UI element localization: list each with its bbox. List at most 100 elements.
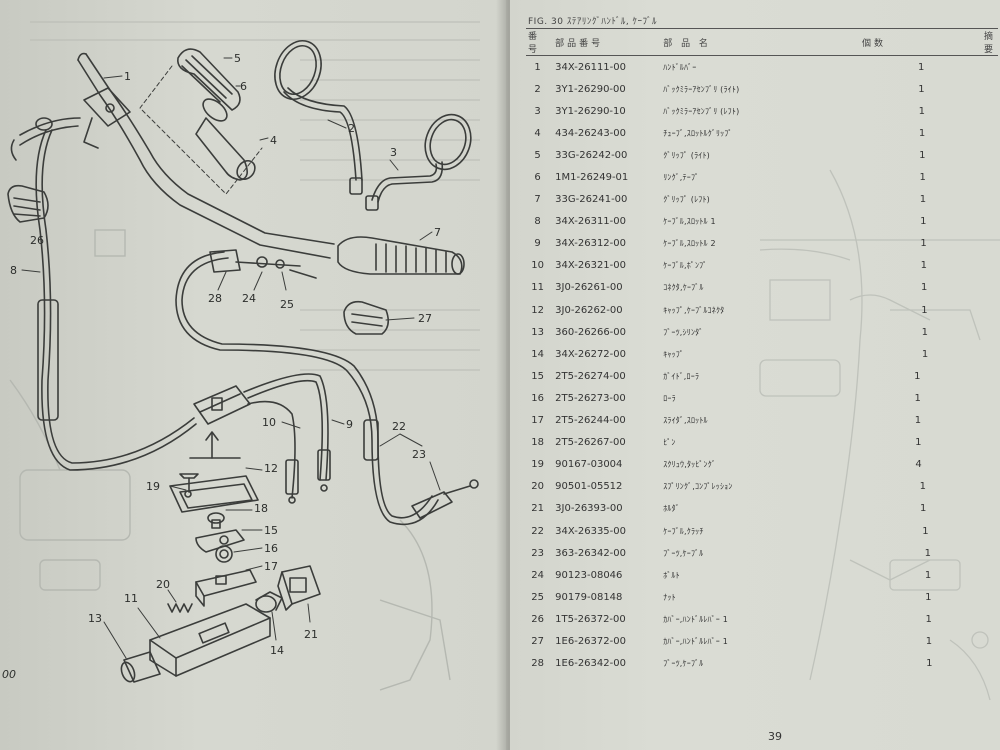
row-part-number: 33G-26242-00 (555, 149, 628, 161)
row-quantity: 1 (919, 481, 927, 493)
callout-21: 21 (304, 628, 318, 641)
callout-18: 18 (254, 502, 268, 515)
row-number: 21 (531, 503, 544, 515)
row-part-name: ｷｬｯﾌﾟ,ｹｰﾌﾞﾙｺﾈｸﾀ (663, 305, 725, 315)
row-part-number: 90167-03004 (555, 459, 623, 471)
cable-9 (243, 373, 329, 481)
row-remarks (982, 122, 998, 144)
row-part-number: 1T5-26372-00 (555, 613, 626, 625)
header-quantity: 個数 (859, 28, 982, 56)
row-quantity: 1 (921, 304, 928, 316)
row-remarks (982, 56, 998, 79)
row-quantity: 1 (914, 415, 922, 427)
row-part-name: ｸﾞﾘｯﾌﾟ (ﾗｲﾄ) (663, 150, 710, 160)
row-part-number: 3J0-26262-00 (555, 304, 623, 316)
header-remarks: 摘 要 (981, 28, 998, 56)
table-header-row: 番号 部品番号 部 品 名 個数 摘 要 (526, 28, 998, 56)
row-number: 11 (531, 282, 544, 294)
callout-24: 24 (242, 292, 256, 305)
row-number: 15 (531, 370, 544, 382)
row-part-number: 90123-08046 (555, 569, 623, 581)
row-part-name: ﾌﾞｰﾂ,ｹｰﾌﾞﾙ (663, 548, 704, 558)
row-quantity: 1 (920, 238, 927, 250)
row-number: 23 (531, 547, 544, 559)
row-number: 5 (534, 149, 541, 161)
row-remarks (982, 365, 998, 387)
row-remarks (982, 233, 998, 255)
row-part-number: 33G-26241-00 (555, 194, 628, 206)
row-part-name: ｶﾊﾞｰ,ﾊﾝﾄﾞﾙﾚﾊﾞｰ 1 (663, 614, 728, 624)
row-part-name: ｹｰﾌﾞﾙ,ｸﾗｯﾁ (663, 526, 704, 536)
row-number: 7 (534, 194, 541, 206)
row-part-number: 2T5-26274-00 (555, 370, 626, 382)
row-part-name: ﾎﾙﾀﾞ (663, 504, 680, 514)
row-number: 20 (531, 481, 544, 493)
cylinder-boot-13 (123, 651, 161, 683)
row-part-number: 34X-26312-00 (555, 238, 627, 250)
row-part-number: 3Y1-26290-10 (555, 105, 626, 117)
cable-10 (247, 400, 296, 499)
row-remarks (982, 586, 998, 608)
callout-1: 1 (124, 70, 131, 83)
lever-cover-26 (7, 184, 49, 223)
callout-5: 5 (234, 52, 241, 65)
row-quantity: 1 (925, 635, 933, 647)
handlebar-tube (77, 59, 331, 259)
row-quantity: 1 (925, 591, 932, 603)
row-quantity: 1 (918, 83, 925, 95)
row-remarks (982, 78, 998, 100)
row-part-name: ﾊﾝﾄﾞﾙﾊﾞｰ (663, 62, 697, 72)
row-remarks (982, 520, 998, 542)
row-number: 4 (534, 127, 541, 139)
row-quantity: 1 (914, 370, 921, 382)
callout-16: 16 (264, 542, 278, 555)
row-remarks (982, 387, 998, 409)
callout-22: 22 (392, 420, 406, 433)
row-remarks (982, 498, 998, 520)
callout-numbers: 1 2 3 4 5 6 7 8 9 10 11 12 13 14 15 16 1… (10, 52, 441, 657)
callout-4: 4 (270, 134, 277, 147)
row-remarks (982, 608, 998, 630)
mirror-3-head (424, 113, 472, 171)
callout-26: 26 (30, 234, 44, 247)
row-quantity: 1 (917, 61, 925, 73)
row-number: 13 (531, 326, 544, 338)
row-quantity: 1 (919, 149, 926, 161)
callout-2: 2 (348, 122, 355, 135)
bleed-through-drawing (759, 169, 1000, 701)
row-number: 22 (531, 525, 544, 537)
callout-17: 17 (264, 560, 278, 573)
diagram-strokes (7, 40, 479, 683)
row-part-name: ﾊﾞｯｸﾐﾗｰｱｾﾝﾌﾞﾘ (ﾚﾌﾄ) (663, 106, 740, 116)
callout-9: 9 (346, 418, 353, 431)
mirror-2-head (274, 40, 322, 100)
row-remarks (982, 410, 998, 432)
row-part-name: ｶﾞｲﾄﾞ,ﾛｰﾗ (663, 371, 700, 381)
row-quantity: 1 (920, 282, 928, 294)
row-quantity: 1 (919, 172, 926, 184)
row-part-number: 2T5-26273-00 (555, 392, 626, 404)
row-quantity: 1 (921, 326, 928, 338)
callout-13: 13 (88, 612, 102, 625)
row-part-number: 2T5-26244-00 (555, 415, 626, 427)
pin-18 (207, 512, 225, 524)
callout-27: 27 (418, 312, 432, 325)
row-number: 14 (531, 348, 544, 360)
row-number: 8 (534, 216, 541, 228)
row-quantity: 1 (919, 503, 927, 515)
callout-14: 14 (270, 644, 284, 657)
callout-19: 19 (146, 480, 160, 493)
row-remarks (982, 454, 998, 476)
row-remarks (982, 630, 998, 652)
